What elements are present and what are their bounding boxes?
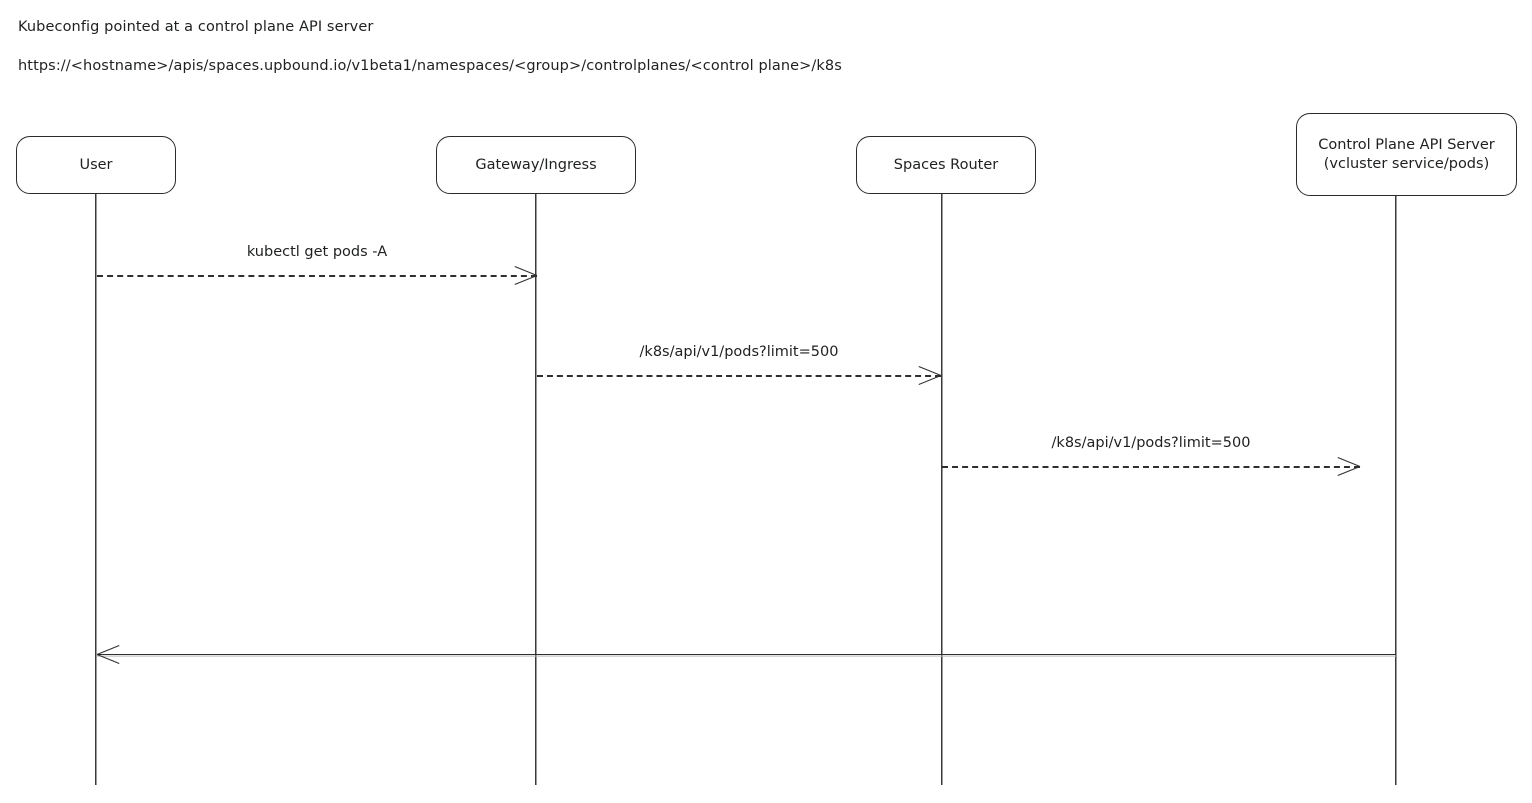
participant-spaces-router[interactable]: Spaces Router — [856, 136, 1036, 194]
lifeline-spaces-router — [941, 194, 943, 785]
message-router-cp-line — [942, 466, 1360, 468]
message-kubectl-line — [97, 275, 537, 277]
message-gateway-router-label: /k8s/api/v1/pods?limit=500 — [639, 344, 839, 360]
note-kubeconfig-title: Kubeconfig pointed at a control plane AP… — [18, 19, 374, 35]
participant-user-label: User — [79, 156, 113, 173]
message-response-to-user — [96, 642, 1396, 668]
participant-spaces-router-label: Spaces Router — [893, 156, 999, 173]
message-router-cp-label: /k8s/api/v1/pods?limit=500 — [1051, 435, 1251, 451]
participant-gateway-label: Gateway/Ingress — [475, 156, 597, 173]
message-gateway-to-router: /k8s/api/v1/pods?limit=500 — [537, 344, 942, 389]
message-kubectl-label: kubectl get pods -A — [246, 244, 388, 260]
lifeline-user — [95, 194, 97, 785]
message-gateway-router-line — [537, 375, 941, 377]
note-api-server-url: https://<hostname>/apis/spaces.upbound.i… — [18, 58, 842, 74]
lifeline-control-plane — [1395, 196, 1397, 785]
participant-control-plane[interactable]: Control Plane API Server (vcluster servi… — [1296, 113, 1517, 196]
lifeline-gateway — [535, 194, 537, 785]
participant-gateway[interactable]: Gateway/Ingress — [436, 136, 636, 194]
message-kubectl-get-pods: kubectl get pods -A — [97, 244, 538, 289]
participant-control-plane-label: Control Plane API Server (vcluster servi… — [1318, 136, 1495, 172]
participant-user[interactable]: User — [16, 136, 176, 194]
message-response-line — [97, 654, 1396, 655]
message-router-to-control-plane: /k8s/api/v1/pods?limit=500 — [942, 435, 1361, 480]
